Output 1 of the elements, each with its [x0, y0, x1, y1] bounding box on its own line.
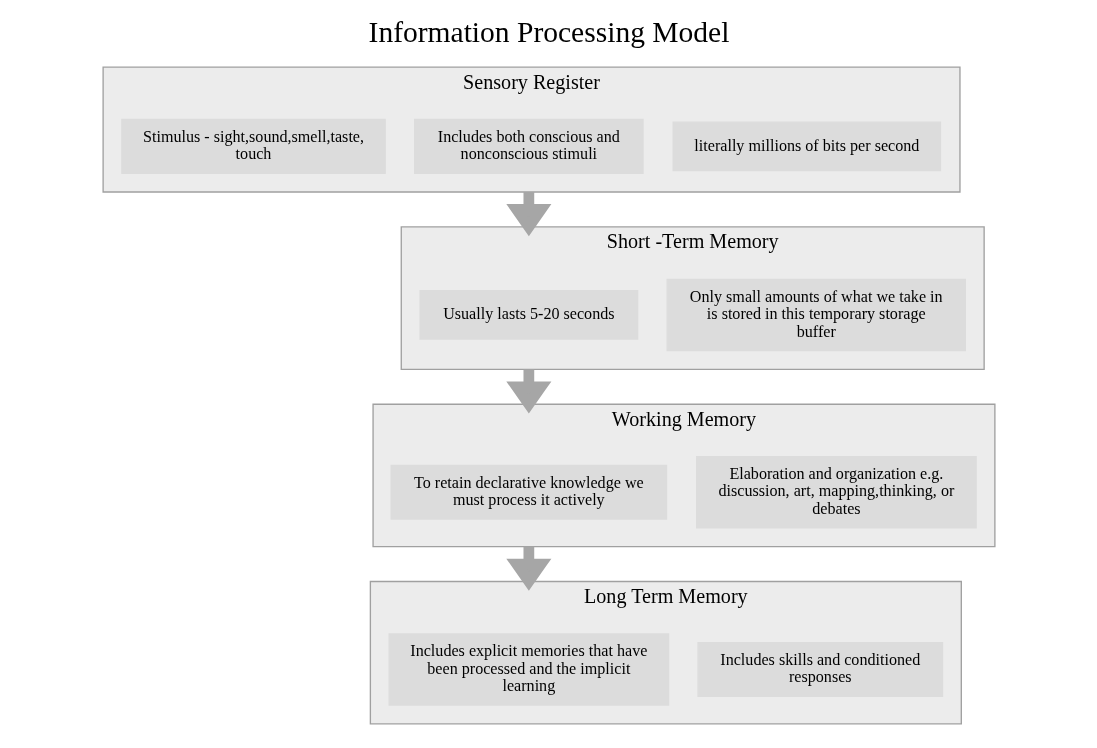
diagram-title: Information Processing Model — [368, 16, 729, 49]
